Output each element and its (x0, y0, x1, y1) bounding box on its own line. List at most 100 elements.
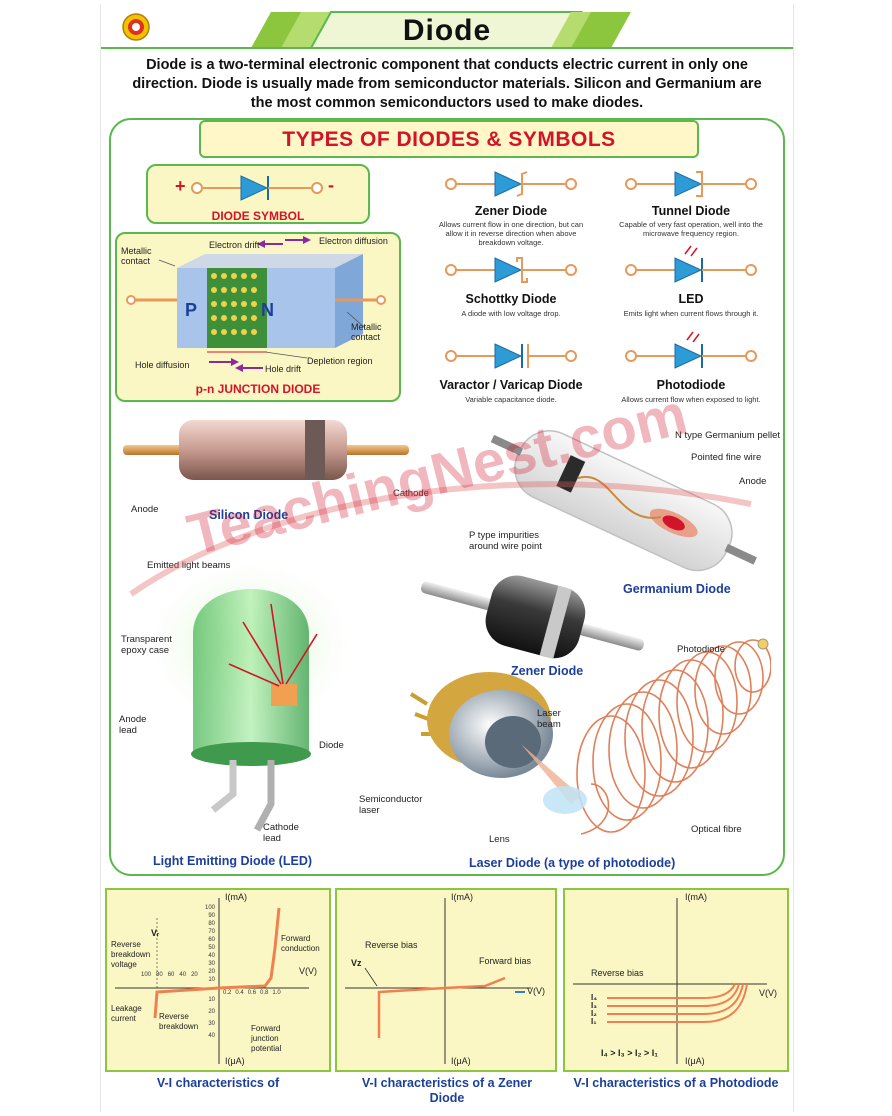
graph1-y-ticks-neg: 10 20 30 40 (201, 994, 215, 1042)
x-tick: 0.4 (235, 990, 244, 996)
silicon-diode-illustration (123, 420, 409, 480)
poster: Diode Diode is a two-terminal electronic… (100, 4, 794, 1112)
tunnel-diode-desc: Capable of very fast operation, well int… (619, 220, 763, 238)
laser-lens-label: Lens (489, 834, 510, 845)
graph1-vr: Vᵣ (151, 928, 160, 938)
current-label: I₃ (591, 1001, 597, 1010)
x-tick: 100 (141, 972, 152, 978)
page-title: Diode (402, 14, 492, 47)
graph-zener-plot (345, 898, 531, 1064)
diode-symbol-label: DIODE SYMBOL (211, 209, 305, 223)
graph-diode-box (105, 888, 331, 1072)
graph-diode-plot (115, 898, 309, 1064)
p-region-label: P (185, 300, 198, 320)
zener-diode-desc: Allows current flow in one direction, bu… (438, 220, 584, 247)
intro-text: Diode is a two-terminal electronic compo… (132, 57, 762, 111)
title-banner (101, 11, 793, 49)
current-label: I₄ (591, 993, 598, 1002)
germanium-diode-label: Germanium Diode (623, 582, 731, 596)
graph1-ybottom: I(μA) (225, 1056, 245, 1066)
varactor-diode-desc: Variable capacitance diode. (465, 395, 557, 404)
germanium-anode-label: Anode (739, 476, 767, 487)
x-tick: 1.0 (272, 990, 281, 996)
silicon-anode-label: Anode (131, 504, 159, 515)
tunnel-symbol-icon (625, 171, 757, 197)
schottky-symbol-icon (445, 257, 577, 283)
watermark-swoosh (129, 481, 752, 597)
varactor-diode-name: Varactor / Varicap Diode (439, 378, 583, 392)
y-tick: 40 (208, 953, 215, 959)
laser-beam-label: Laser beam (537, 708, 561, 730)
x-tick: 0.2 (223, 990, 232, 996)
graph2-reverse-bias: Reverse bias (365, 940, 418, 950)
graph-zener-box (335, 888, 557, 1072)
led-anode-lead-label: Anode lead (119, 714, 147, 736)
varactor-symbol-icon (445, 343, 577, 369)
graph1-forward-junction: Forward junction potential (251, 1024, 282, 1053)
graph3-current-labels: I₄ I₃ I₂ I₁ (591, 994, 597, 1026)
schottky-diode-desc: A diode with low voltage drop. (461, 309, 561, 318)
graph2-vz: Vz (351, 958, 362, 968)
led-epoxy-label: Transparent epoxy case (121, 634, 172, 656)
photodiode-name: Photodiode (656, 378, 726, 392)
publisher-logo (122, 13, 150, 41)
graph1-y-ticks-pos: 100 90 80 70 60 50 40 30 20 10 (201, 904, 215, 984)
graph3-ytop: I(mA) (685, 892, 707, 902)
current-label: I₁ (591, 1017, 597, 1026)
germanium-impurities-label: P type impurities around wire point (469, 530, 542, 552)
graph1-forward-conduction: Forward conduction (281, 934, 320, 953)
led-illustration (141, 564, 361, 832)
graph2-caption: V-I characteristics of a Zener Diode (361, 1076, 533, 1105)
graph2-xlabel: V(V) (527, 986, 545, 996)
y-tick: 90 (208, 913, 215, 919)
graph1-ytop: I(mA) (225, 892, 247, 902)
y-tick: 20 (208, 969, 215, 975)
electron-diffusion-label: Electron diffusion (319, 236, 388, 246)
x-tick: 80 (156, 972, 163, 978)
graph3-xlabel: V(V) (759, 988, 777, 998)
pn-junction-illustration (126, 236, 386, 372)
laser-diode-illustration (409, 638, 771, 835)
metallic-contact-right: Metallic contact (351, 322, 382, 342)
schottky-diode-name: Schottky Diode (465, 292, 557, 306)
laser-photodiode-label: Photodiode (677, 644, 726, 655)
y-tick: 40 (208, 1033, 215, 1039)
hole-drift-label: Hole drift (265, 364, 302, 374)
graph3-ybottom: I(μA) (685, 1056, 705, 1066)
y-tick: 10 (208, 997, 215, 1003)
zener-diode-illustration (421, 575, 645, 659)
x-tick: 0.8 (260, 990, 269, 996)
led-beams-label: Emitted light beams (147, 560, 231, 571)
depletion-region-label: Depletion region (307, 356, 373, 366)
y-tick: 80 (208, 921, 215, 927)
tunnel-diode-name: Tunnel Diode (651, 204, 731, 218)
graph3-reverse-bias: Reverse bias (591, 968, 644, 978)
x-tick: 0.6 (247, 990, 257, 996)
y-tick: 30 (208, 1021, 215, 1027)
silicon-cathode-label: Cathode (393, 488, 429, 499)
laser-diode-label: Laser Diode (a type of photodiode) (469, 856, 676, 870)
graph3-caption: V-I characteristics of a Photodiode (573, 1076, 779, 1090)
graph2-ytop: I(mA) (451, 892, 473, 902)
graph1-x-ticks-neg: 100 80 60 40 20 (141, 972, 198, 978)
graph2-ybottom: I(μA) (451, 1056, 471, 1066)
graph1-leakage: Leakage current (111, 1004, 142, 1023)
photodiode-symbol-icon (625, 331, 757, 369)
silicon-diode-label: Silicon Diode (209, 508, 289, 522)
graph3-relation: I₄ > I₃ > I₂ > I₁ (601, 1048, 658, 1058)
laser-fibre-label: Optical fibre (691, 824, 742, 835)
y-tick: 50 (208, 945, 215, 951)
pn-junction-label: p-n JUNCTION DIODE (195, 382, 321, 396)
led-name: LED (678, 292, 704, 306)
germanium-diode-illustration (490, 430, 757, 572)
graph1-xlabel: V(V) (299, 966, 317, 976)
section-title: TYPES OF DIODES & SYMBOLS (282, 128, 616, 151)
led-label: Light Emitting Diode (LED) (153, 854, 313, 868)
electron-drift-label: Electron drift (209, 240, 260, 250)
graph2-forward-bias: Forward bias (479, 956, 532, 966)
n-region-label: N (261, 300, 274, 320)
x-tick: 40 (179, 972, 187, 978)
plus-sign: + (175, 176, 186, 196)
graph1-caption: V-I characteristics of (156, 1076, 280, 1090)
led-cathode-lead-label: Cathode lead (263, 822, 299, 844)
